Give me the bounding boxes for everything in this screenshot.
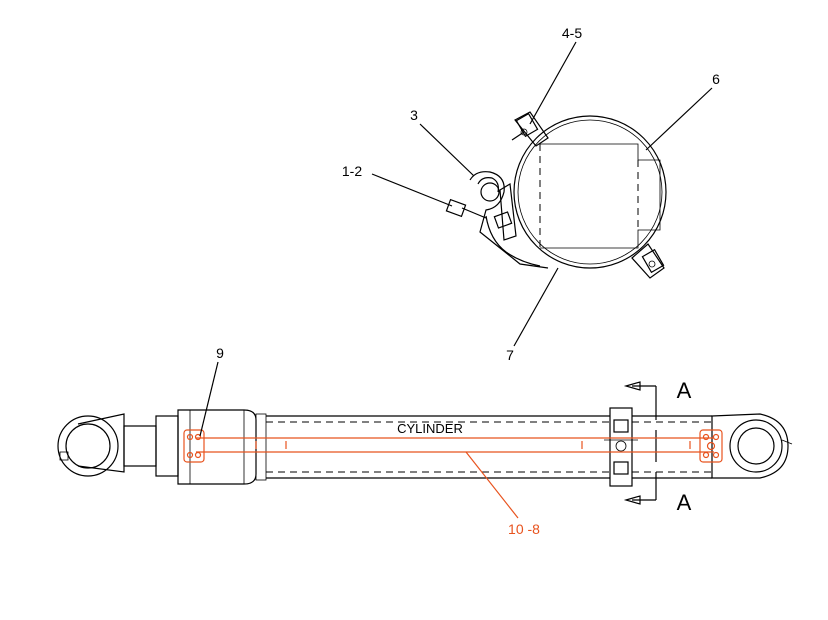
lower-bolt-assembly — [631, 243, 665, 279]
leader-6 — [645, 87, 713, 151]
clamp-block — [540, 143, 661, 249]
callout-3: 3 — [410, 107, 418, 123]
hydraulic-line-highlight — [183, 429, 723, 463]
leader-10-8 — [465, 451, 519, 519]
cylinder-side-view: A A CYLINDER 9 — [57, 345, 793, 537]
callout-7: 7 — [506, 347, 514, 363]
cylinder-barrel — [266, 415, 712, 479]
base-end-eye — [711, 413, 793, 479]
cylinder-label: CYLINDER — [397, 421, 463, 436]
leader-3 — [419, 123, 475, 177]
barrel-clamp — [604, 407, 638, 487]
section-letter-top: A — [677, 378, 692, 403]
callout-1-2: 1-2 — [342, 163, 362, 179]
clip-bolt — [445, 198, 487, 219]
leader-9 — [199, 361, 219, 437]
leader-7 — [513, 267, 559, 347]
section-cut-line — [623, 381, 657, 505]
callout-10-8: 10 -8 — [508, 521, 540, 537]
callout-9: 9 — [216, 345, 224, 361]
leader-4-5 — [529, 41, 577, 125]
piston-rod — [123, 425, 157, 467]
section-view-a-a: 4-5 6 3 1-2 7 — [342, 25, 720, 363]
mounting-clip — [469, 171, 549, 269]
section-letter-bottom: A — [677, 490, 692, 515]
tube-inner-circle — [517, 119, 663, 265]
callout-6: 6 — [712, 71, 720, 87]
tube-cross-section — [513, 115, 667, 269]
callout-4-5: 4-5 — [562, 25, 582, 41]
rod-end-eye — [57, 413, 125, 477]
upper-bolt-assembly — [511, 111, 549, 147]
rod-collar — [155, 415, 179, 477]
leader-1-2 — [371, 173, 453, 207]
